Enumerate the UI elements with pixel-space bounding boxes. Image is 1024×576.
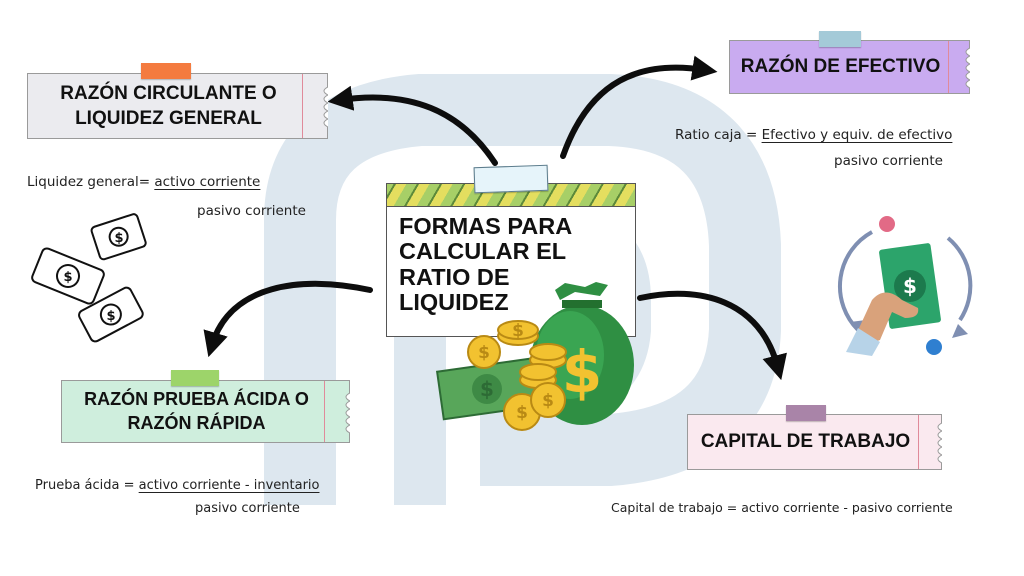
center-card-stripes	[387, 184, 635, 207]
money-bag-coins-icon: $ $ $ $ $ $	[435, 282, 634, 431]
formula-liquidez-general: Liquidez general= activo corriente	[27, 174, 260, 190]
svg-text:$: $	[114, 231, 123, 246]
formula-numerator: activo corriente	[154, 174, 261, 190]
tape-blue	[819, 31, 861, 47]
arrow-to-efectivo	[560, 55, 718, 159]
tape-purple	[786, 405, 826, 421]
card-margin-line	[918, 415, 919, 469]
formula-capital-trabajo: Capital de trabajo = activo corriente - …	[611, 500, 953, 515]
formula-prueba-acida: Prueba ácida = activo corriente - invent…	[35, 478, 319, 493]
formula-numerator: activo corriente - inventario	[138, 478, 320, 493]
formula-numerator: Efectivo y equiv. de efectivo	[761, 127, 953, 143]
svg-text:$: $	[516, 403, 528, 423]
arrow-to-circulante	[327, 85, 498, 166]
card-margin-line	[302, 74, 303, 138]
tape-orange	[141, 63, 191, 79]
formula-denominator: pasivo corriente	[197, 203, 306, 219]
card-margin-line	[948, 41, 949, 93]
svg-text:$: $	[480, 377, 494, 401]
svg-text:$: $	[478, 343, 490, 363]
svg-text:$: $	[512, 321, 524, 341]
svg-text:$: $	[63, 270, 72, 285]
card-capital-trabajo: CAPITAL DE TRABAJO	[687, 414, 942, 470]
svg-text:$: $	[903, 274, 917, 298]
formula-denominator: pasivo corriente	[834, 153, 943, 169]
ticket-notch-icon	[345, 392, 350, 433]
tape-green	[171, 370, 219, 386]
card-razon-circulante: RAZÓN CIRCULANTE O LIQUIDEZ GENERAL	[27, 73, 328, 139]
card-razon-efectivo: RAZÓN DE EFECTIVO	[729, 40, 970, 94]
svg-text:$: $	[542, 391, 554, 411]
card-title: RAZÓN CIRCULANTE O LIQUIDEZ GENERAL	[60, 82, 277, 129]
formula-denominator: pasivo corriente	[195, 501, 300, 516]
svg-text:$: $	[106, 309, 115, 324]
ticket-notch-icon	[965, 47, 970, 89]
center-title: FORMAS PARA CALCULAR EL RATIO DE LIQUIDE…	[399, 213, 572, 316]
formula-label: Ratio caja =	[675, 127, 758, 143]
hand-money-cycle-icon: $	[838, 216, 973, 356]
dollar-bills-symbols: $ $ $	[63, 231, 123, 324]
formula-label: Liquidez general=	[27, 174, 151, 190]
ticket-notch-icon	[937, 422, 942, 464]
card-title: RAZÓN PRUEBA ÁCIDA O RAZÓN RÁPIDA	[84, 388, 309, 433]
card-title: RAZÓN DE EFECTIVO	[740, 56, 941, 78]
card-razon-prueba-acida: RAZÓN PRUEBA ÁCIDA O RAZÓN RÁPIDA	[61, 380, 350, 443]
arrow-to-capital	[637, 290, 787, 381]
formula-label: Prueba ácida =	[35, 478, 135, 493]
dollar-bills-icon	[31, 213, 147, 343]
card-margin-line	[324, 381, 325, 442]
svg-text:$: $	[562, 338, 602, 406]
card-title: CAPITAL DE TRABAJO	[700, 431, 911, 453]
formula-ratio-caja: Ratio caja = Efectivo y equiv. de efecti…	[675, 127, 952, 143]
arrow-to-acida	[203, 280, 373, 358]
ticket-notch-icon	[323, 86, 328, 128]
